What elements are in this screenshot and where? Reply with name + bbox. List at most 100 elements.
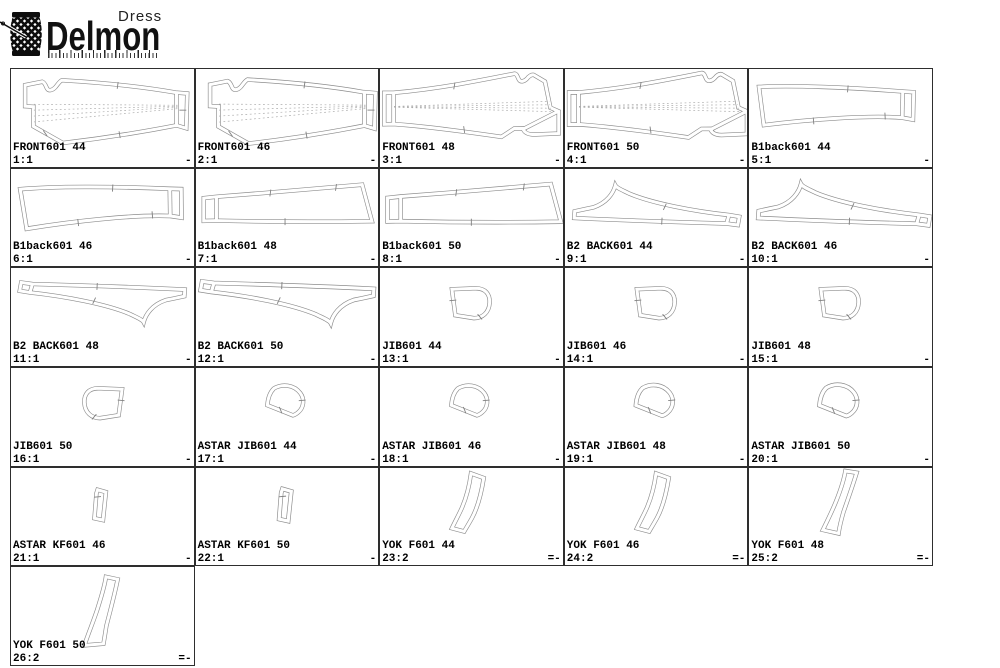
cell-mark: -	[923, 353, 930, 366]
cell-mark: -	[923, 453, 930, 466]
piece-scale: 10:1	[751, 254, 778, 267]
cell-mark: -	[184, 353, 192, 366]
cell-mark: =-	[547, 553, 561, 566]
piece-scale: 21:1	[13, 553, 40, 566]
piece-scale: 13:1	[382, 353, 409, 366]
piece-name: ASTAR KF601 46	[13, 540, 106, 553]
pattern-piece-drawing	[820, 468, 860, 536]
piece-name: B1back601 46	[13, 241, 93, 254]
cell-mark: =-	[732, 553, 746, 566]
pattern-piece-drawing	[818, 286, 862, 321]
piece-scale: 1:1	[13, 154, 33, 167]
pattern-piece-drawing	[633, 382, 676, 419]
pattern-piece-drawing	[817, 382, 861, 419]
piece-name: B2 BACK601 48	[13, 340, 99, 353]
piece-scale: 6:1	[13, 254, 33, 267]
piece-scale: 26:2	[13, 652, 40, 665]
pattern-piece-drawing	[382, 71, 562, 140]
cell-mark: -	[738, 154, 746, 167]
piece-name: B2 BACK601 46	[751, 241, 838, 254]
piece-name: JIB601 48	[751, 340, 811, 353]
pattern-piece-drawing	[92, 486, 109, 523]
piece-name: FRONT601 50	[566, 141, 640, 154]
pattern-piece-drawing	[197, 279, 376, 330]
pattern-piece-drawing	[756, 177, 932, 228]
pattern-piece-drawing	[449, 470, 487, 534]
piece-name: YOK F601 50	[13, 639, 86, 652]
cell-mark: -	[554, 353, 561, 366]
piece-scale: 22:1	[197, 553, 224, 566]
pattern-piece-drawing	[264, 383, 306, 418]
pattern-piece-drawing	[634, 286, 677, 321]
cell-mark: =-	[916, 553, 930, 566]
cell-mark: -	[738, 453, 746, 466]
piece-scale: 16:1	[13, 453, 40, 466]
piece-scale: 8:1	[382, 254, 402, 267]
pattern-piece-drawing	[17, 280, 188, 329]
pattern-piece-drawing	[82, 386, 125, 421]
piece-name: FRONT601 44	[13, 141, 86, 154]
piece-name: B1back601 44	[751, 141, 831, 154]
piece-scale: 17:1	[197, 453, 224, 466]
ruler-graphic	[48, 50, 160, 58]
thread-spool-icon	[0, 12, 42, 56]
pattern-piece-drawing	[449, 286, 492, 321]
cell-mark: -	[738, 353, 746, 366]
cell-mark: -	[184, 154, 192, 167]
piece-name: ASTAR JIB601 50	[751, 440, 851, 453]
pattern-piece-drawing	[566, 70, 748, 140]
cell-mark: -	[184, 453, 192, 466]
pattern-piece-drawing	[633, 470, 671, 534]
cell-mark: -	[369, 254, 377, 267]
piece-name: ASTAR JIB601 48	[566, 440, 666, 453]
pattern-piece-drawing	[385, 181, 563, 226]
piece-name: YOK F601 48	[751, 540, 825, 553]
piece-scale: 19:1	[566, 453, 594, 466]
cell-mark: -	[923, 154, 930, 167]
piece-scale: 12:1	[197, 353, 224, 366]
cell-mark: -	[923, 254, 930, 267]
cell-mark: -	[738, 254, 746, 267]
piece-scale: 5:1	[751, 154, 772, 167]
piece-scale: 4:1	[566, 154, 587, 167]
piece-scale: 24:2	[566, 553, 594, 566]
cell-mark: -	[554, 453, 561, 466]
pattern-piece-drawing	[201, 182, 375, 225]
piece-name: B2 BACK601 44	[566, 241, 653, 254]
piece-name: YOK F601 46	[566, 540, 640, 553]
pattern-piece-drawing	[276, 485, 294, 524]
cell-mark: -	[369, 353, 377, 366]
piece-name: JIB601 44	[382, 340, 442, 353]
pattern-piece-drawing	[17, 184, 184, 231]
cell-mark: -	[369, 553, 377, 566]
piece-name: JIB601 46	[566, 340, 627, 353]
piece-scale: 20:1	[751, 453, 778, 466]
cell-mark: -	[184, 254, 192, 267]
brand-subtitle: Dress	[118, 8, 163, 25]
